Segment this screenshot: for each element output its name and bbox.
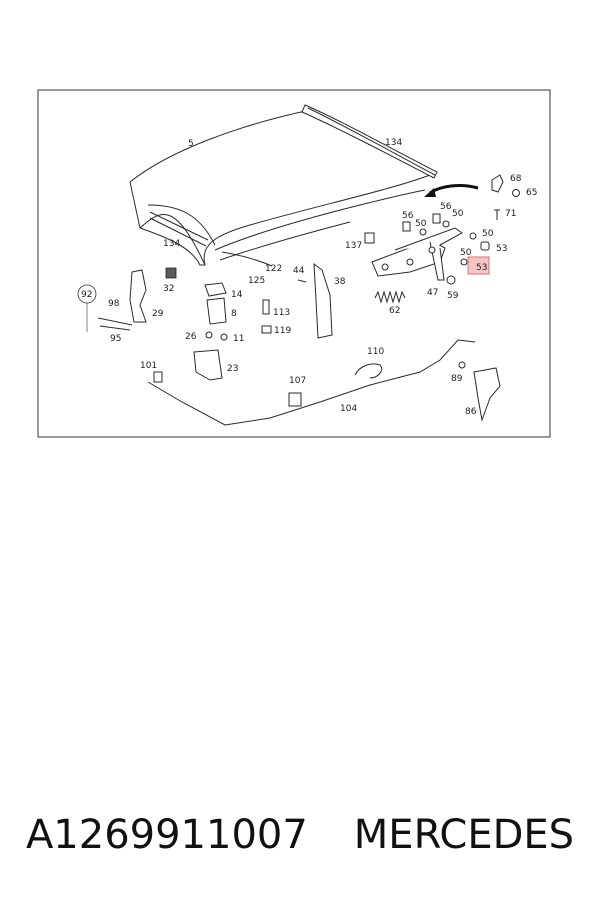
caption: A1269911007 MERCEDES <box>0 800 600 870</box>
screw-89 <box>458 361 466 369</box>
bracket-137 <box>364 232 375 244</box>
highlight-53 <box>467 256 490 275</box>
label-62: 62 <box>389 306 400 316</box>
label-29: 29 <box>152 309 164 319</box>
label-125: 125 <box>248 276 265 286</box>
label-113: 113 <box>273 308 290 318</box>
label-44: 44 <box>293 266 305 276</box>
bolt-32 <box>165 267 177 279</box>
label-119: 119 <box>274 326 291 336</box>
label-59: 59 <box>447 291 459 301</box>
bolt-71 <box>494 209 500 220</box>
screw-44 <box>297 279 307 283</box>
bolt-113 <box>262 299 270 315</box>
seal-strip-top <box>301 104 438 179</box>
label-110: 110 <box>367 347 384 357</box>
latch-cover <box>313 262 333 339</box>
label-53-b: 53 <box>476 263 487 273</box>
label-56-b: 56 <box>440 202 452 212</box>
spring <box>374 290 406 304</box>
label-50-d: 50 <box>460 248 472 258</box>
rod-98-95 <box>97 317 133 331</box>
label-23: 23 <box>227 364 238 374</box>
label-68: 68 <box>510 174 522 184</box>
bracket-8 <box>206 297 227 325</box>
part-number: A1269911007 <box>25 812 308 858</box>
label-89: 89 <box>451 374 463 384</box>
label-104: 104 <box>340 404 357 414</box>
label-32: 32 <box>163 284 174 294</box>
screw-26 <box>205 331 213 339</box>
label-5: 5 <box>188 139 194 149</box>
nut-59 <box>446 275 456 285</box>
washer-50d <box>460 258 468 266</box>
label-14: 14 <box>231 290 243 300</box>
hood-panel <box>129 109 432 266</box>
label-86: 86 <box>465 407 477 417</box>
label-137: 137 <box>345 241 362 251</box>
screw-65 <box>512 189 520 197</box>
bushing-53 <box>480 241 490 251</box>
hinge-assembly <box>371 227 463 281</box>
label-38: 38 <box>334 277 346 287</box>
label-50-a: 50 <box>415 219 427 229</box>
label-26: 26 <box>185 332 197 342</box>
label-98: 98 <box>108 299 120 309</box>
nut-11 <box>220 333 228 341</box>
clip-107 <box>288 392 302 407</box>
label-47: 47 <box>427 288 438 298</box>
washer-50b <box>442 220 450 228</box>
clip-56a <box>402 221 411 232</box>
handle-86 <box>473 367 501 422</box>
label-8: 8 <box>231 309 237 319</box>
nut-119 <box>261 325 272 334</box>
label-134-top: 134 <box>385 138 402 148</box>
label-65: 65 <box>526 188 537 198</box>
label-53-a: 53 <box>496 244 507 254</box>
label-56-a: 56 <box>402 211 414 221</box>
cable-clip-101 <box>153 371 163 383</box>
washer-50a <box>419 228 427 236</box>
label-134-left: 134 <box>163 239 180 249</box>
label-50-b: 50 <box>452 209 464 219</box>
plate-14 <box>204 282 227 297</box>
label-95: 95 <box>110 334 121 344</box>
label-107: 107 <box>289 376 306 386</box>
latch-hook-29 <box>129 269 147 323</box>
parts-diagram: 5 134 134 68 65 71 56 56 50 50 50 50 53 … <box>37 89 551 438</box>
clip-56b <box>432 213 441 224</box>
label-101: 101 <box>140 361 157 371</box>
label-71: 71 <box>505 209 516 219</box>
label-92: 92 <box>81 290 92 300</box>
label-11: 11 <box>233 334 244 344</box>
brand-name: MERCEDES <box>353 812 575 858</box>
lock-23 <box>193 349 223 381</box>
label-50-c: 50 <box>482 229 494 239</box>
label-122: 122 <box>265 264 282 274</box>
front-trim-strip <box>221 251 273 267</box>
washer-50c <box>469 232 477 240</box>
holder-110 <box>354 363 383 379</box>
pointer-arrow-head <box>424 188 436 197</box>
bracket-68 <box>491 174 504 193</box>
release-cable <box>147 339 476 426</box>
